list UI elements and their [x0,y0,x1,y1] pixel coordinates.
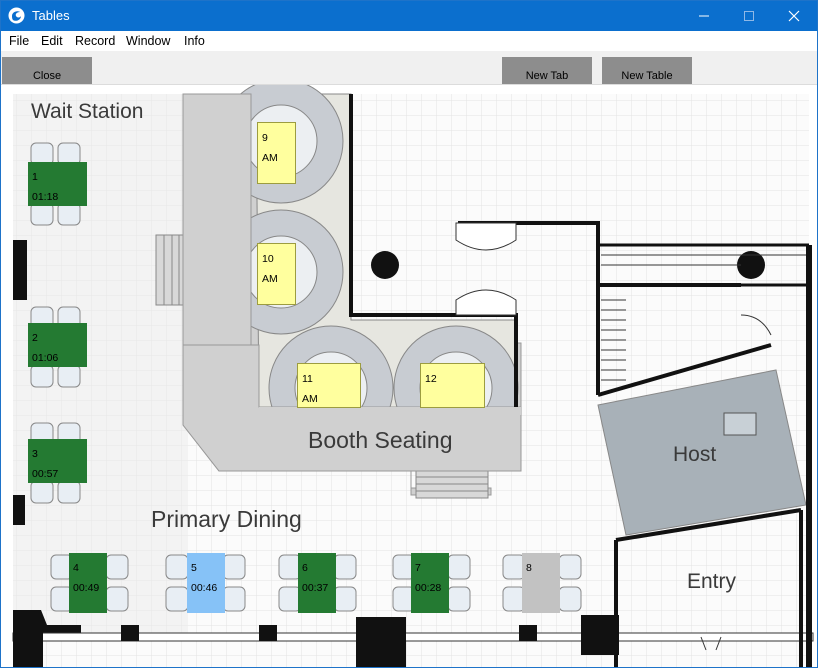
entry-wall [615,508,802,542]
menu-bar: File Edit Record Window Info [1,31,817,51]
table-time: AM [262,152,278,164]
table-time: 00:46 [191,582,218,594]
minimize-button[interactable] [681,1,727,31]
title-bar[interactable]: Tables [1,1,817,31]
table-time: AM [302,393,318,405]
swing-door [455,222,517,251]
table-number: 11 [302,373,313,385]
menu-edit[interactable]: Edit [41,34,63,48]
table-time: 00:37 [302,582,329,594]
area-host: Host [673,443,716,466]
host-stand [723,412,757,436]
entry-door [700,636,722,651]
table-time: 01:06 [32,352,59,364]
table-number: 12 [425,373,437,385]
maximize-button[interactable] [726,1,772,31]
window-title: Tables [32,8,70,23]
counter-vertical [182,93,252,346]
floor-plan-drawing: Wait Station Booth Seating Primary Dinin… [12,85,814,667]
swing-door [455,289,517,316]
close-icon [788,10,800,22]
menu-file[interactable]: File [9,34,30,48]
new-tab-button[interactable]: New Tab [502,57,592,84]
table-time: 00:49 [73,582,100,594]
close-button[interactable]: Close [2,57,92,84]
maximize-icon [744,11,754,21]
close-window-button[interactable] [771,1,817,31]
table-number: 7 [415,562,421,574]
table-number: 1 [32,171,38,183]
wall-post [519,625,537,641]
column [371,251,399,279]
wall-post [259,625,277,641]
app-logo-icon [8,7,25,24]
table-time: AM [262,273,278,285]
chairs-dining [50,554,582,612]
booth-steps [155,234,187,306]
corner-pillar [13,625,43,667]
table-4[interactable]: 4 00:49 [69,553,107,613]
table-2[interactable]: 2 01:06 [28,323,87,367]
diagonal-wall [597,343,772,397]
wall-pillar [356,617,406,667]
floor-plan: Wait Station Booth Seating Primary Dinin… [1,85,817,667]
menu-window[interactable]: Window [126,34,171,48]
shelving [601,254,809,381]
table-number: 6 [302,562,308,574]
table-8[interactable]: 8 [522,553,560,613]
table-12[interactable]: 12 [420,363,485,408]
table-3[interactable]: 3 00:57 [28,439,87,483]
table-number: 10 [262,253,274,265]
table-number: 9 [262,132,268,144]
table-number: 8 [526,562,532,574]
left-wall [13,240,27,300]
new-table-button[interactable]: New Table [602,57,692,84]
area-booth-seating: Booth Seating [308,427,453,453]
table-number: 4 [73,562,79,574]
left-wall-segment [13,495,25,525]
table-number: 2 [32,332,38,344]
table-7[interactable]: 7 00:28 [411,553,449,613]
table-number: 3 [32,448,38,460]
minimize-icon [699,15,709,17]
table-6[interactable]: 6 00:37 [298,553,336,613]
table-5[interactable]: 5 00:46 [187,553,225,613]
door-swing [740,314,772,336]
table-number: 5 [191,562,197,574]
area-entry: Entry [687,570,737,593]
menu-record[interactable]: Record [75,34,116,48]
table-time: 01:18 [32,191,59,203]
right-wall [806,245,812,667]
area-wait-station: Wait Station [31,100,143,123]
area-primary-dining: Primary Dining [151,506,302,532]
menu-info[interactable]: Info [184,34,205,48]
table-time: 00:28 [415,582,442,594]
counter-edge [259,407,521,415]
table-time: 00:57 [32,468,59,480]
chairs-wait [30,142,81,504]
booth-wall [349,94,518,407]
toolbar: Close New Tab New Table [1,51,817,85]
wall-post [121,625,139,641]
column [737,251,765,279]
table-1[interactable]: 1 01:18 [28,162,87,206]
wall-pillar [581,615,619,655]
